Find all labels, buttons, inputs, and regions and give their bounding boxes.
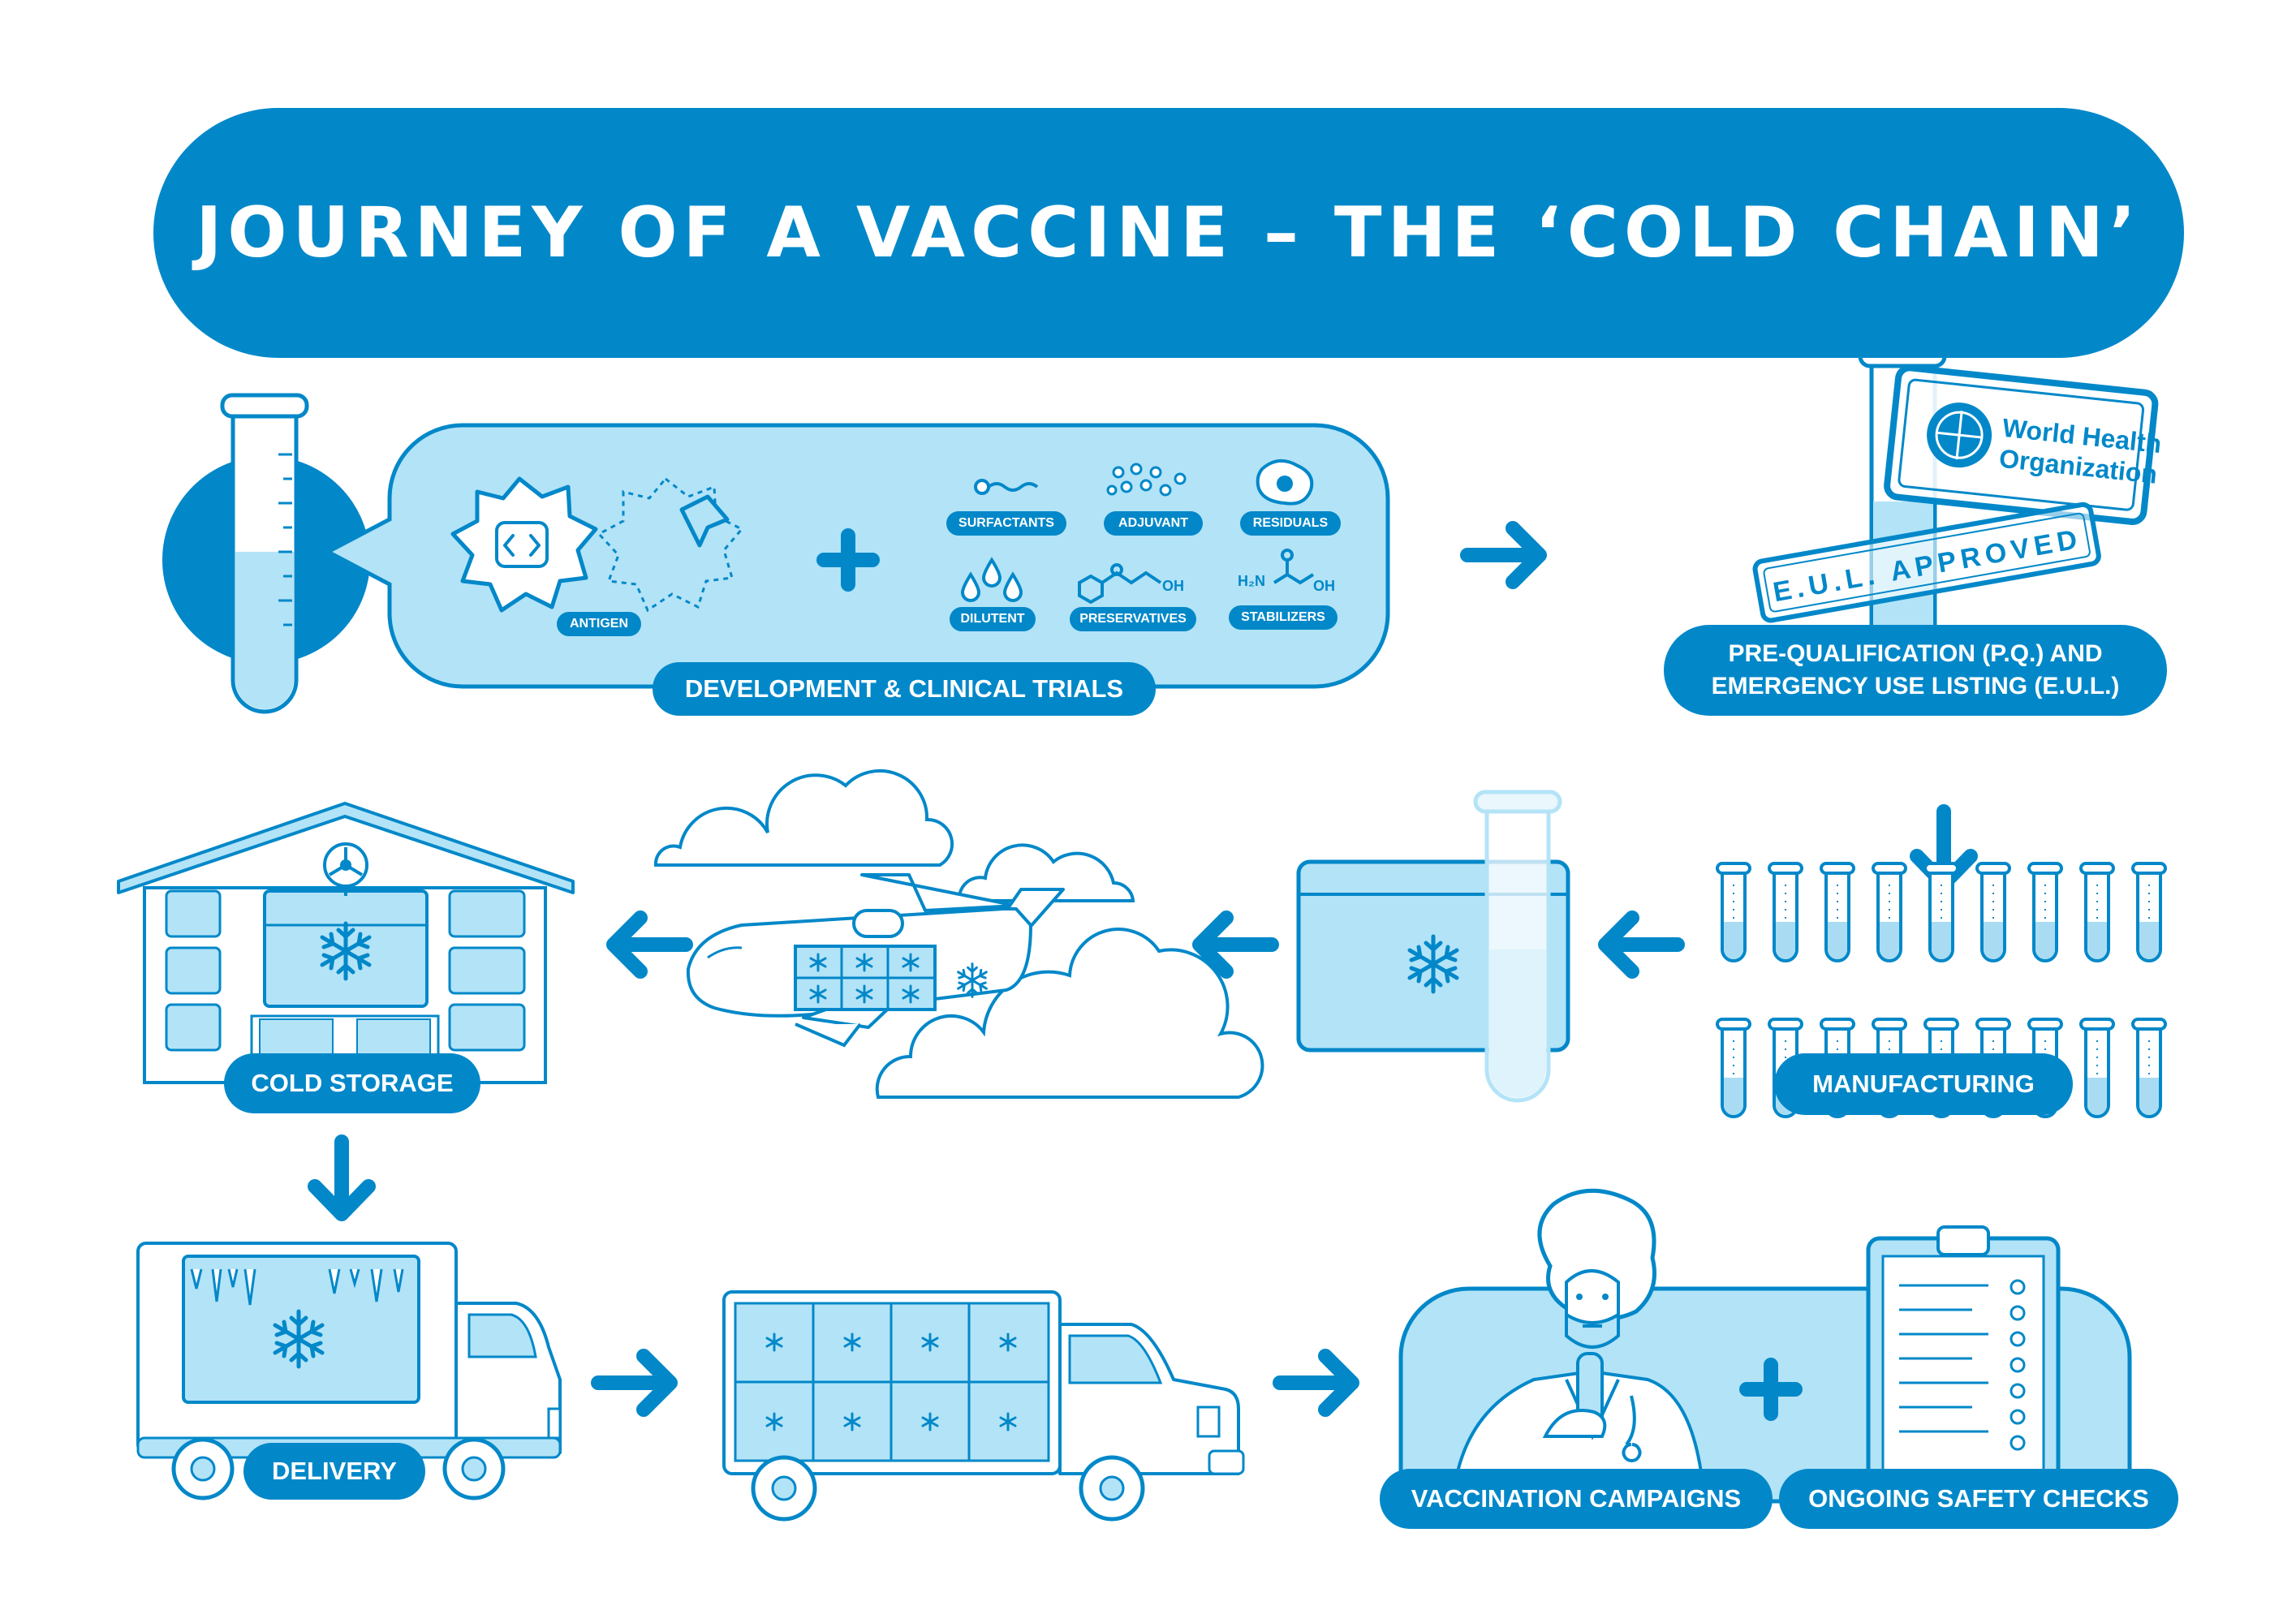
arrow-left-icon <box>1192 911 1279 979</box>
truck-icon <box>722 1290 1245 1522</box>
development-label: DEVELOPMENT & CLINICAL TRIALS <box>653 662 1156 716</box>
stabilizers-icon <box>1273 549 1315 585</box>
arrow-right-icon <box>1273 1349 1359 1417</box>
cold-storage-label: COLD STORAGE <box>224 1053 480 1113</box>
who-stamp-icon: World Health Organization <box>1884 364 2163 525</box>
arrow-left-icon <box>606 911 693 979</box>
prequalification-line2: EMERGENCY USE LISTING (E.U.L.) <box>1711 673 2120 700</box>
stabilizers-tag: STABILIZERS <box>1229 605 1338 630</box>
dilutent-tag: DILUTENT <box>950 607 1036 631</box>
plus-icon <box>1739 1358 1803 1421</box>
prequalification-line1: PRE-QUALIFICATION (P.Q.) AND <box>1728 640 2103 667</box>
test-tube-icon <box>220 393 309 714</box>
preservatives-icon <box>1078 563 1162 605</box>
test-tube-icon <box>1473 790 1562 1103</box>
airplane-icon <box>686 873 1065 1048</box>
warehouse-icon <box>117 802 575 1084</box>
plus-icon <box>816 528 880 592</box>
adjuvant-icon <box>1106 463 1187 497</box>
arrow-down-icon <box>308 1134 376 1221</box>
dilutent-icon <box>960 557 1023 602</box>
doctor-icon <box>1451 1188 1706 1503</box>
residuals-tag: RESIDUALS <box>1240 511 1341 536</box>
page-title: JOURNEY OF A VACCINE – THE ‘COLD CHAIN’ <box>196 192 2142 273</box>
preservatives-tag: PRESERVATIVES <box>1070 607 1196 631</box>
oh-label: OH <box>1313 578 1335 594</box>
surfactant-icon <box>974 479 1039 495</box>
arrow-right-icon <box>591 1349 678 1417</box>
surfactants-tag: SURFACTANTS <box>946 511 1066 536</box>
antigen-gear-icon <box>450 476 744 613</box>
truck-icon <box>136 1242 562 1500</box>
antigen-tag: ANTIGEN <box>557 612 641 636</box>
oh-label: OH <box>1162 578 1184 594</box>
cloud-icon <box>653 768 1264 1099</box>
arrow-right-icon <box>1460 521 1547 589</box>
clipboard-icon <box>1866 1225 2061 1512</box>
h2n-label: H₂N <box>1238 573 1265 589</box>
adjuvant-tag: ADJUVANT <box>1104 511 1203 536</box>
arrow-left-icon <box>1598 911 1685 979</box>
delivery-label: DELIVERY <box>243 1443 425 1500</box>
title-banner: JOURNEY OF A VACCINE – THE ‘COLD CHAIN’ <box>153 108 2184 358</box>
residuals-icon <box>1256 459 1314 506</box>
safety-label: ONGOING SAFETY CHECKS <box>1779 1469 2178 1529</box>
vaccination-label: VACCINATION CAMPAIGNS <box>1380 1469 1773 1529</box>
manufacturing-label: MANUFACTURING <box>1774 1053 2073 1115</box>
prequalification-label: PRE-QUALIFICATION (P.Q.) AND EMERGENCY U… <box>1664 625 2167 716</box>
